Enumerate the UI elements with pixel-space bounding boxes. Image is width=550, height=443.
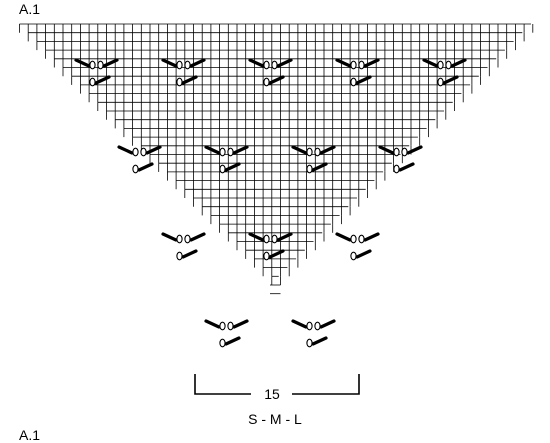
yarn-over-symbol bbox=[89, 60, 96, 70]
k2tog-right-slant-symbol bbox=[398, 162, 415, 172]
yarn-over-symbol bbox=[184, 234, 191, 244]
k2tog-right-slant-symbol bbox=[276, 232, 293, 242]
yarn-over-symbol bbox=[350, 251, 357, 261]
yarn-over-symbol bbox=[176, 60, 183, 70]
k2tog-left-slant-symbol bbox=[291, 319, 308, 329]
yarn-over-symbol bbox=[358, 60, 365, 70]
k2tog-right-slant-symbol bbox=[181, 249, 198, 259]
yarn-over-symbol bbox=[227, 321, 234, 331]
chart-grid bbox=[19, 23, 534, 295]
yarn-over-symbol bbox=[271, 234, 278, 244]
yarn-over-symbol bbox=[263, 77, 270, 87]
k2tog-right-slant-symbol bbox=[311, 162, 328, 172]
k2tog-right-slant-symbol bbox=[311, 336, 328, 346]
k2tog-left-slant-symbol bbox=[204, 145, 221, 155]
yarn-over-symbol bbox=[314, 147, 321, 157]
yarn-over-symbol bbox=[437, 77, 444, 87]
k2tog-right-slant-symbol bbox=[363, 58, 380, 68]
k2tog-right-slant-symbol bbox=[224, 162, 241, 172]
yarn-over-symbol bbox=[176, 77, 183, 87]
k2tog-right-slant-symbol bbox=[442, 75, 459, 85]
k2tog-left-slant-symbol bbox=[291, 145, 308, 155]
k2tog-left-slant-symbol bbox=[335, 58, 352, 68]
k2tog-left-slant-symbol bbox=[335, 232, 352, 242]
yarn-over-symbol bbox=[306, 147, 313, 157]
k2tog-left-slant-symbol bbox=[204, 319, 221, 329]
yarn-over-symbol bbox=[306, 321, 313, 331]
k2tog-left-slant-symbol bbox=[117, 145, 134, 155]
yarn-over-symbol bbox=[306, 338, 313, 348]
k2tog-right-slant-symbol bbox=[102, 58, 119, 68]
yarn-over-symbol bbox=[263, 251, 270, 261]
k2tog-right-slant-symbol bbox=[94, 75, 111, 85]
k2tog-right-slant-symbol bbox=[276, 58, 293, 68]
yarn-over-symbol bbox=[437, 60, 444, 70]
k2tog-right-slant-symbol bbox=[232, 145, 249, 155]
diagram-title: A.1 bbox=[19, 1, 41, 17]
k2tog-right-slant-symbol bbox=[355, 75, 372, 85]
k2tog-right-slant-symbol bbox=[450, 58, 467, 68]
k2tog-left-slant-symbol bbox=[248, 232, 265, 242]
yarn-over-symbol bbox=[350, 77, 357, 87]
yarn-over-symbol bbox=[97, 60, 104, 70]
k2tog-left-slant-symbol bbox=[248, 58, 265, 68]
k2tog-right-slant-symbol bbox=[224, 336, 241, 346]
k2tog-left-slant-symbol bbox=[422, 58, 439, 68]
repeat-count-label: 15 bbox=[264, 386, 280, 402]
k2tog-right-slant-symbol bbox=[319, 145, 336, 155]
yarn-over-symbol bbox=[445, 60, 452, 70]
k2tog-right-slant-symbol bbox=[406, 145, 423, 155]
k2tog-right-slant-symbol bbox=[189, 58, 206, 68]
yarn-over-symbol bbox=[219, 338, 226, 348]
k2tog-right-slant-symbol bbox=[363, 232, 380, 242]
yarn-over-symbol bbox=[393, 164, 400, 174]
yarn-over-symbol bbox=[132, 147, 139, 157]
repeat-bracket-line bbox=[194, 374, 360, 395]
k2tog-right-slant-symbol bbox=[145, 145, 162, 155]
yarn-over-symbol bbox=[219, 321, 226, 331]
k2tog-right-slant-symbol bbox=[232, 319, 249, 329]
k2tog-left-slant-symbol bbox=[161, 232, 178, 242]
yarn-over-symbol bbox=[350, 234, 357, 244]
yarn-over-symbol bbox=[271, 60, 278, 70]
k2tog-right-slant-symbol bbox=[355, 249, 372, 259]
size-label: S - M - L bbox=[248, 411, 302, 427]
yarn-over-symbol bbox=[393, 147, 400, 157]
k2tog-right-slant-symbol bbox=[268, 75, 285, 85]
k2tog-right-slant-symbol bbox=[137, 162, 154, 172]
yarn-over-symbol bbox=[132, 164, 139, 174]
yarn-over-symbol bbox=[219, 147, 226, 157]
yarn-over-symbol bbox=[219, 164, 226, 174]
k2tog-left-slant-symbol bbox=[74, 58, 91, 68]
yarn-over-symbol bbox=[227, 147, 234, 157]
k2tog-right-slant-symbol bbox=[181, 75, 198, 85]
yarn-over-symbol bbox=[401, 147, 408, 157]
k2tog-right-slant-symbol bbox=[189, 232, 206, 242]
yarn-over-symbol bbox=[263, 234, 270, 244]
yarn-over-symbol bbox=[140, 147, 147, 157]
yarn-over-symbol bbox=[350, 60, 357, 70]
lace-motifs bbox=[74, 58, 467, 348]
yarn-over-symbol bbox=[89, 77, 96, 87]
yarn-over-symbol bbox=[176, 251, 183, 261]
yarn-over-symbol bbox=[306, 164, 313, 174]
yarn-over-symbol bbox=[176, 234, 183, 244]
k2tog-left-slant-symbol bbox=[378, 145, 395, 155]
k2tog-left-slant-symbol bbox=[161, 58, 178, 68]
k2tog-right-slant-symbol bbox=[268, 249, 285, 259]
repeat-bracket: 15 bbox=[194, 374, 360, 402]
yarn-over-symbol bbox=[184, 60, 191, 70]
next-diagram-title: A.1 bbox=[19, 427, 41, 443]
yarn-over-symbol bbox=[358, 234, 365, 244]
k2tog-right-slant-symbol bbox=[319, 319, 336, 329]
yarn-over-symbol bbox=[263, 60, 270, 70]
yarn-over-symbol bbox=[314, 321, 321, 331]
